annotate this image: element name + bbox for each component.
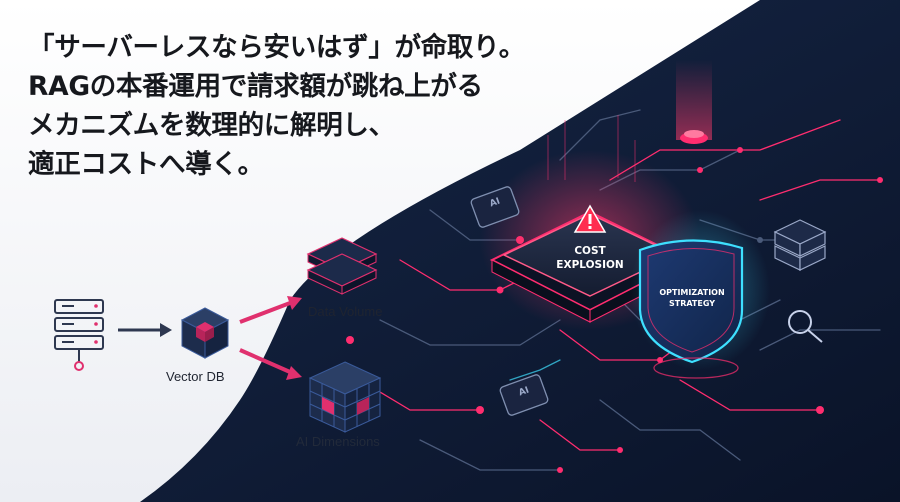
ai-dimensions-cube-icon <box>308 361 382 433</box>
red-rays <box>547 115 636 182</box>
ai-chip-icon-bottom <box>499 374 549 416</box>
rack-led <box>94 340 98 344</box>
headline-line-2: RAGの本番運用で請求額が跳ね上がる <box>28 71 483 102</box>
arrow-to-vector-db <box>118 323 172 337</box>
vector-db-label: Vector DB <box>166 369 225 384</box>
warning-icon <box>573 204 607 233</box>
ai-dimensions-label: AI Dimensions <box>296 434 380 449</box>
shield-icon <box>638 239 744 364</box>
server-stack-icon <box>773 219 827 271</box>
cost-explosion-text: COST EXPLOSION <box>550 244 630 272</box>
arrow-to-data-volume <box>239 296 302 324</box>
beacon-pillar <box>676 60 712 144</box>
cost-label: COST <box>574 245 606 257</box>
optimization-label: OPTIMIZATION <box>659 288 725 297</box>
arrow-to-ai-dimensions <box>239 348 302 380</box>
data-volume-label: Data Volume <box>308 304 383 319</box>
optimization-strategy-text: OPTIMIZATION STRATEGY <box>650 287 734 309</box>
data-volume-stack-icon <box>306 237 378 295</box>
server-rack-icon <box>54 299 104 371</box>
rack-led <box>94 304 98 308</box>
light-background <box>0 0 760 502</box>
shield-inner-outline <box>647 248 735 353</box>
shield-base-ring <box>653 357 739 379</box>
headline-line-3: メカニズムを数理的に解明し、 <box>28 110 395 141</box>
explosion-label: EXPLOSION <box>556 259 624 271</box>
strategy-label: STRATEGY <box>668 299 716 308</box>
rack-led <box>94 322 98 326</box>
vector-db-cube-icon <box>180 307 230 359</box>
ai-chip-icon-top <box>470 186 520 228</box>
headline-line-4: 適正コストへ導く。 <box>28 149 264 180</box>
magnifier-icon <box>788 310 823 343</box>
headline: 「サーバーレスなら安いはず」が命取り。 RAGの本番運用で請求額が跳ね上がる メ… <box>28 28 548 184</box>
headline-line-1: 「サーバーレスなら安いはず」が命取り。 <box>28 32 526 63</box>
